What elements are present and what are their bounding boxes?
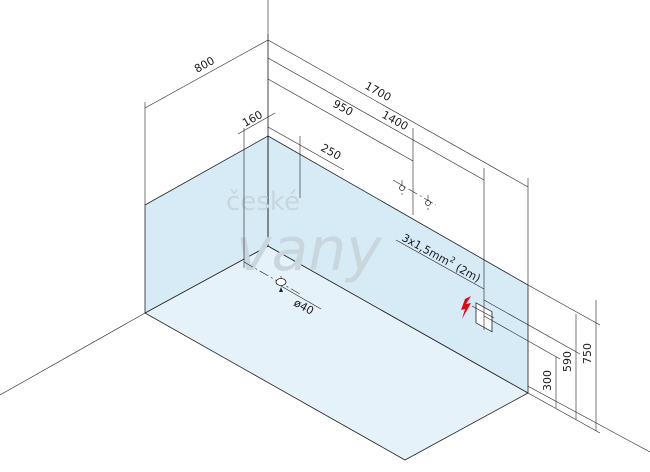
dimension-label-160: 160 bbox=[240, 108, 265, 130]
dim-line bbox=[267, 78, 414, 162]
drain-leader bbox=[280, 285, 322, 310]
tap-hole-right bbox=[425, 200, 431, 206]
ext-line-base bbox=[527, 392, 601, 434]
watermark-line2: vany bbox=[236, 215, 383, 285]
dimension-label-300: 300 bbox=[541, 370, 554, 391]
tap-hole-left bbox=[399, 185, 405, 191]
dim-line bbox=[144, 39, 269, 109]
dim-line bbox=[267, 39, 529, 188]
height-dimensions: 300 590 750 bbox=[483, 284, 601, 434]
dimension-label-800: 800 bbox=[192, 54, 217, 76]
tap-holes bbox=[392, 179, 437, 211]
dimension-label-1700: 1700 bbox=[363, 79, 394, 104]
dimension-label-590: 590 bbox=[561, 351, 574, 372]
watermark: české vany bbox=[226, 187, 383, 285]
drain-hole bbox=[275, 278, 287, 286]
drain-leader-arrow bbox=[279, 287, 283, 292]
junction-box-centerline bbox=[471, 305, 495, 319]
left-floor-line bbox=[0, 312, 146, 396]
dimension-label-250: 250 bbox=[319, 141, 344, 163]
bathtub-body bbox=[144, 135, 529, 461]
ext-line-750 bbox=[527, 284, 601, 326]
lightning-bolt-icon bbox=[461, 296, 471, 319]
ext-line-590 bbox=[483, 299, 581, 355]
dim-line bbox=[267, 57, 485, 181]
dim-line bbox=[237, 112, 276, 135]
dimension-label-950: 950 bbox=[331, 97, 356, 119]
dimension-label-750: 750 bbox=[581, 343, 594, 364]
cable-leader bbox=[395, 239, 485, 290]
drain-centerline bbox=[243, 261, 301, 295]
dim-line bbox=[267, 126, 301, 146]
watermark-line1: české bbox=[226, 187, 300, 217]
ext-line-300 bbox=[483, 315, 561, 360]
dim-line-ext bbox=[299, 144, 345, 171]
